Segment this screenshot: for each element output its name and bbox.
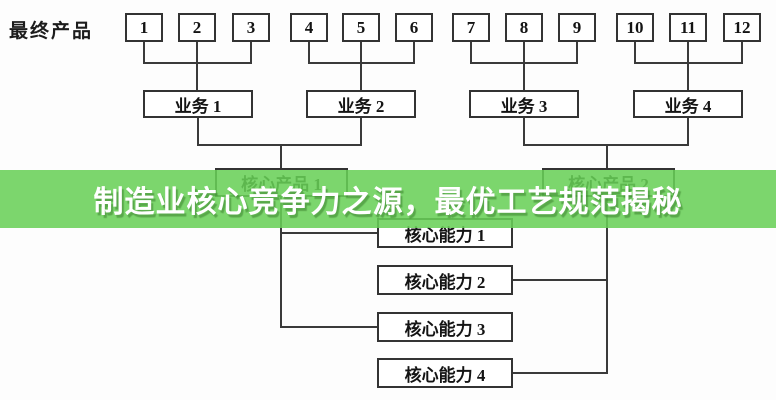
business-box-1: 业务 1 bbox=[143, 90, 253, 118]
end-product-box-1: 1 bbox=[125, 13, 163, 42]
end-product-box-2: 2 bbox=[178, 13, 216, 42]
business-box-3: 业务 3 bbox=[469, 90, 579, 118]
final-products-row-label: 最终产品 bbox=[9, 21, 94, 42]
end-product-box-12: 12 bbox=[723, 13, 761, 42]
core-competence-box-4: 核心能力 4 bbox=[377, 358, 513, 388]
business-box-4: 业务 4 bbox=[633, 90, 743, 118]
end-product-box-7: 7 bbox=[452, 13, 490, 42]
title-banner: 制造业核心竞争力之源，最优工艺规范揭秘 bbox=[0, 170, 776, 228]
end-product-box-10: 10 bbox=[616, 13, 654, 42]
end-product-box-8: 8 bbox=[505, 13, 543, 42]
core-competence-box-2: 核心能力 2 bbox=[377, 265, 513, 295]
core-competence-box-3: 核心能力 3 bbox=[377, 312, 513, 342]
end-product-box-3: 3 bbox=[232, 13, 270, 42]
end-product-box-11: 11 bbox=[669, 13, 707, 42]
end-product-box-9: 9 bbox=[558, 13, 596, 42]
banner-title-text: 制造业核心竞争力之源，最优工艺规范揭秘 bbox=[93, 186, 683, 219]
end-product-box-4: 4 bbox=[290, 13, 328, 42]
end-product-box-6: 6 bbox=[395, 13, 433, 42]
end-product-box-5: 5 bbox=[342, 13, 380, 42]
business-box-2: 业务 2 bbox=[306, 90, 416, 118]
